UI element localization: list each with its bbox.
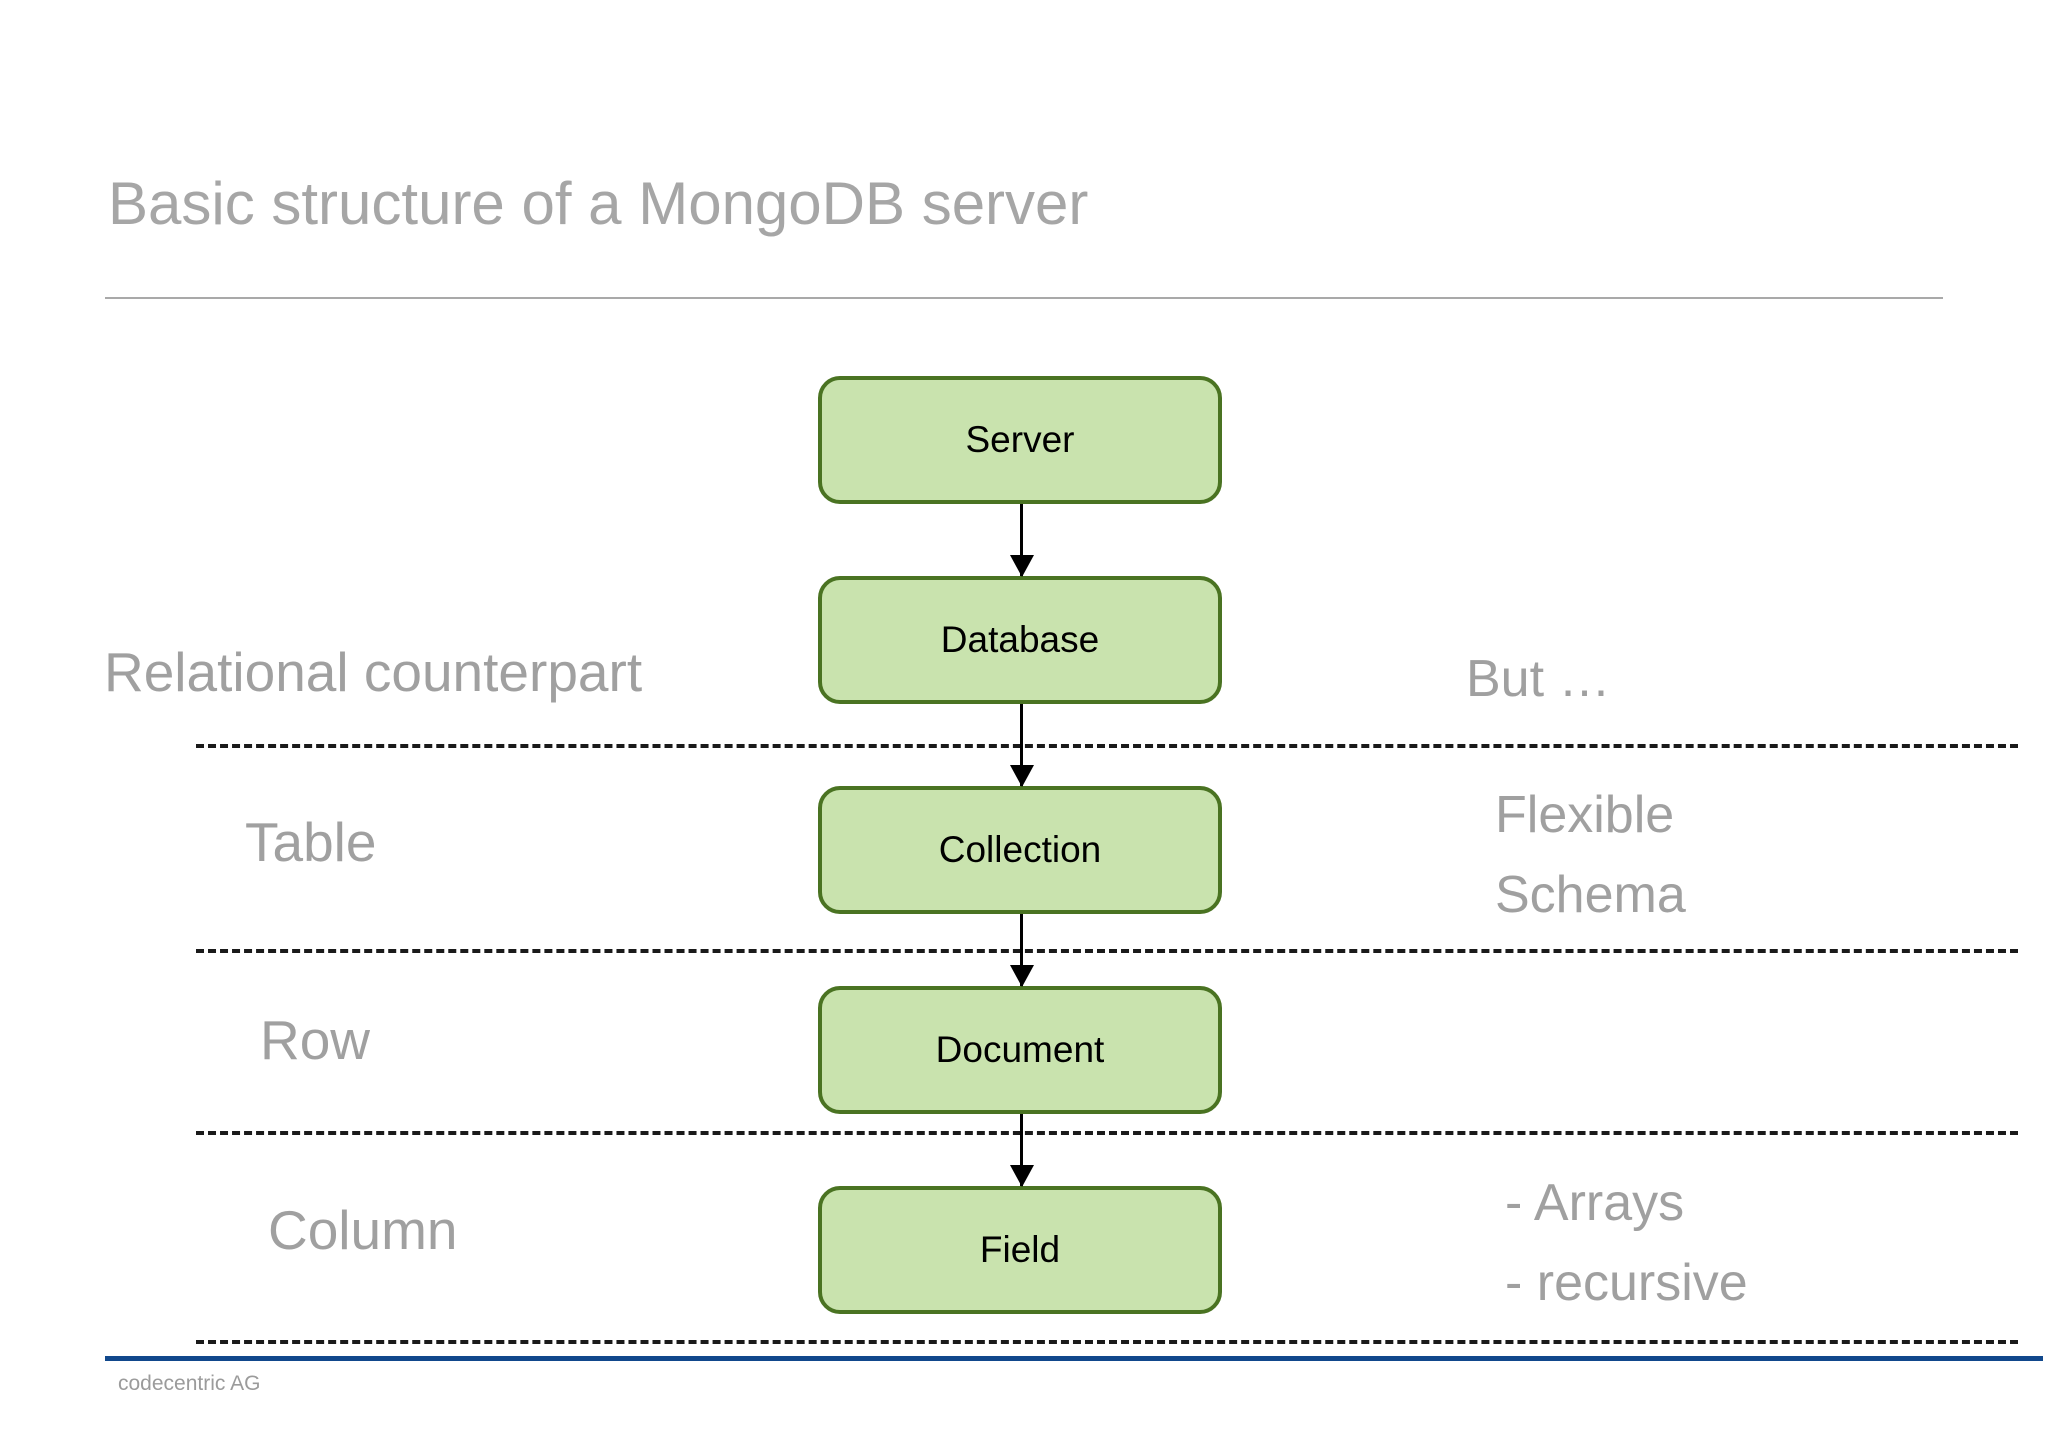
- row-separator-2: [196, 949, 2018, 953]
- flow-box-document: Document: [818, 986, 1222, 1114]
- flow-box-document-label: Document: [935, 1029, 1105, 1070]
- right-column-item-flexible-schema-line2: Schema: [1495, 866, 1686, 924]
- arrow-head: [1010, 1165, 1034, 1187]
- left-column-heading: Relational counterpart: [104, 641, 643, 703]
- flow-box-collection-label: Collection: [938, 829, 1102, 870]
- right-column-item-flexible-schema-line1: Flexible: [1495, 786, 1675, 844]
- arrow-stem: [1020, 704, 1023, 786]
- arrow-head: [1010, 555, 1034, 577]
- row-separator-3: [196, 1131, 2018, 1135]
- flow-box-collection: Collection: [818, 786, 1222, 914]
- footer-company-name: codecentric AG: [118, 1372, 261, 1395]
- flow-box-database: Database: [818, 576, 1222, 704]
- left-column-item-column: Column: [268, 1199, 458, 1261]
- arrow-head: [1010, 965, 1034, 987]
- right-column-heading: But …: [1466, 650, 1611, 708]
- arrow-stem: [1020, 914, 1023, 986]
- arrow-document-to-field-icon: [1010, 1114, 1034, 1187]
- flow-box-field-label: Field: [979, 1229, 1061, 1270]
- arrow-database-to-collection-icon: [1010, 704, 1034, 787]
- title-divider: [105, 297, 1943, 299]
- arrow-server-to-database-icon: [1010, 504, 1034, 577]
- flow-box-field: Field: [818, 1186, 1222, 1314]
- right-column-item-recursive: - recursive: [1505, 1254, 1748, 1312]
- footer-divider: [105, 1356, 2043, 1361]
- arrow-head: [1010, 765, 1034, 787]
- row-separator-1: [196, 744, 2018, 748]
- flow-box-database-label: Database: [940, 619, 1100, 660]
- right-column-item-arrays-recursive: - Arrays - recursive: [1505, 1163, 1748, 1323]
- right-column-item-arrays: - Arrays: [1505, 1174, 1685, 1232]
- page-title: Basic structure of a MongoDB server: [108, 170, 1089, 237]
- arrow-collection-to-document-icon: [1010, 914, 1034, 987]
- right-column-item-flexible-schema: Flexible Schema: [1495, 775, 1686, 935]
- arrow-stem: [1020, 504, 1023, 576]
- flow-box-server: Server: [818, 376, 1222, 504]
- row-separator-4: [196, 1340, 2018, 1344]
- left-column-item-table: Table: [245, 811, 377, 873]
- arrow-stem: [1020, 1114, 1023, 1186]
- flow-box-server-label: Server: [965, 419, 1075, 460]
- left-column-item-row: Row: [260, 1009, 371, 1071]
